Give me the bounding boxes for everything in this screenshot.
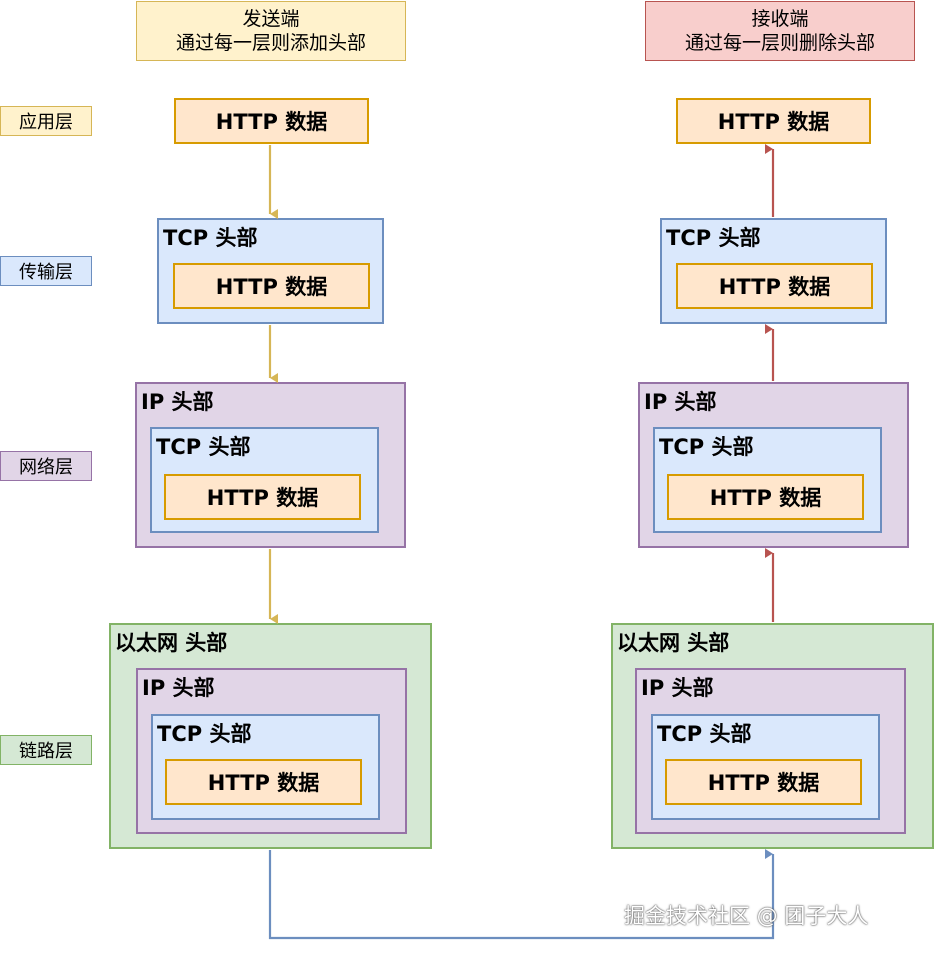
- sender-app-http: HTTP 数据: [174, 98, 369, 144]
- http-label: HTTP 数据: [717, 110, 830, 134]
- http-label: HTTP 数据: [206, 486, 319, 510]
- layer-tag-transport: 传输层: [0, 256, 92, 286]
- tcp-header-label: TCP 头部: [666, 226, 761, 250]
- ip-header-label: IP 头部: [142, 676, 215, 700]
- receiver-header: 接收端 通过每一层则删除头部: [645, 1, 915, 61]
- sender-transport-tcp: TCP 头部 HTTP 数据: [157, 218, 384, 324]
- sender-network-tcp: TCP 头部 HTTP 数据: [150, 427, 379, 533]
- tcp-header-label: TCP 头部: [163, 226, 258, 250]
- sender-transport-http: HTTP 数据: [173, 263, 370, 309]
- sender-network-http: HTTP 数据: [164, 474, 361, 520]
- sender-network-ip: IP 头部 TCP 头部 HTTP 数据: [135, 382, 406, 548]
- ip-header-label: IP 头部: [141, 390, 214, 414]
- http-label: HTTP 数据: [215, 110, 328, 134]
- receiver-link-eth: 以太网 头部 IP 头部 TCP 头部 HTTP 数据: [611, 623, 934, 849]
- receiver-transport-tcp: TCP 头部 HTTP 数据: [660, 218, 887, 324]
- transfer-arrow: [268, 849, 775, 940]
- watermark: 掘金技术社区 @ 团子大人: [624, 904, 869, 928]
- layer-tag-application-label: 应用层: [19, 112, 73, 133]
- layer-tag-transport-label: 传输层: [19, 262, 73, 283]
- receiver-network-ip: IP 头部 TCP 头部 HTTP 数据: [638, 382, 909, 548]
- receiver-network-http: HTTP 数据: [667, 474, 864, 520]
- layer-tag-network: 网络层: [0, 451, 92, 481]
- layer-tag-application: 应用层: [0, 106, 92, 136]
- http-label: HTTP 数据: [707, 771, 820, 795]
- receiver-link-http: HTTP 数据: [665, 759, 862, 805]
- sender-header: 发送端 通过每一层则添加头部: [136, 1, 406, 61]
- eth-header-label: 以太网 头部: [115, 631, 228, 655]
- tcp-header-label: TCP 头部: [657, 722, 752, 746]
- tcp-header-label: TCP 头部: [156, 435, 251, 459]
- sender-link-http: HTTP 数据: [165, 759, 362, 805]
- http-label: HTTP 数据: [709, 486, 822, 510]
- tcp-header-label: TCP 头部: [659, 435, 754, 459]
- ip-header-label: IP 头部: [644, 390, 717, 414]
- sender-link-eth: 以太网 头部 IP 头部 TCP 头部 HTTP 数据: [109, 623, 432, 849]
- layer-tag-network-label: 网络层: [19, 457, 73, 478]
- tcp-header-label: TCP 头部: [157, 722, 252, 746]
- eth-header-label: 以太网 头部: [617, 631, 730, 655]
- http-label: HTTP 数据: [207, 771, 320, 795]
- http-label: HTTP 数据: [718, 275, 831, 299]
- receiver-link-tcp: TCP 头部 HTTP 数据: [651, 714, 880, 820]
- receiver-app-http: HTTP 数据: [676, 98, 871, 144]
- receiver-transport-http: HTTP 数据: [676, 263, 873, 309]
- sender-subtitle: 通过每一层则添加头部: [175, 32, 366, 54]
- layer-tag-link-label: 链路层: [19, 741, 73, 762]
- http-label: HTTP 数据: [215, 275, 328, 299]
- receiver-subtitle: 通过每一层则删除头部: [684, 32, 875, 54]
- receiver-title: 接收端: [751, 8, 809, 30]
- sender-link-ip: IP 头部 TCP 头部 HTTP 数据: [136, 668, 407, 834]
- layer-tag-link: 链路层: [0, 735, 92, 765]
- sender-title: 发送端: [242, 8, 300, 30]
- receiver-link-ip: IP 头部 TCP 头部 HTTP 数据: [635, 668, 906, 834]
- ip-header-label: IP 头部: [641, 676, 714, 700]
- receiver-network-tcp: TCP 头部 HTTP 数据: [653, 427, 882, 533]
- sender-link-tcp: TCP 头部 HTTP 数据: [151, 714, 380, 820]
